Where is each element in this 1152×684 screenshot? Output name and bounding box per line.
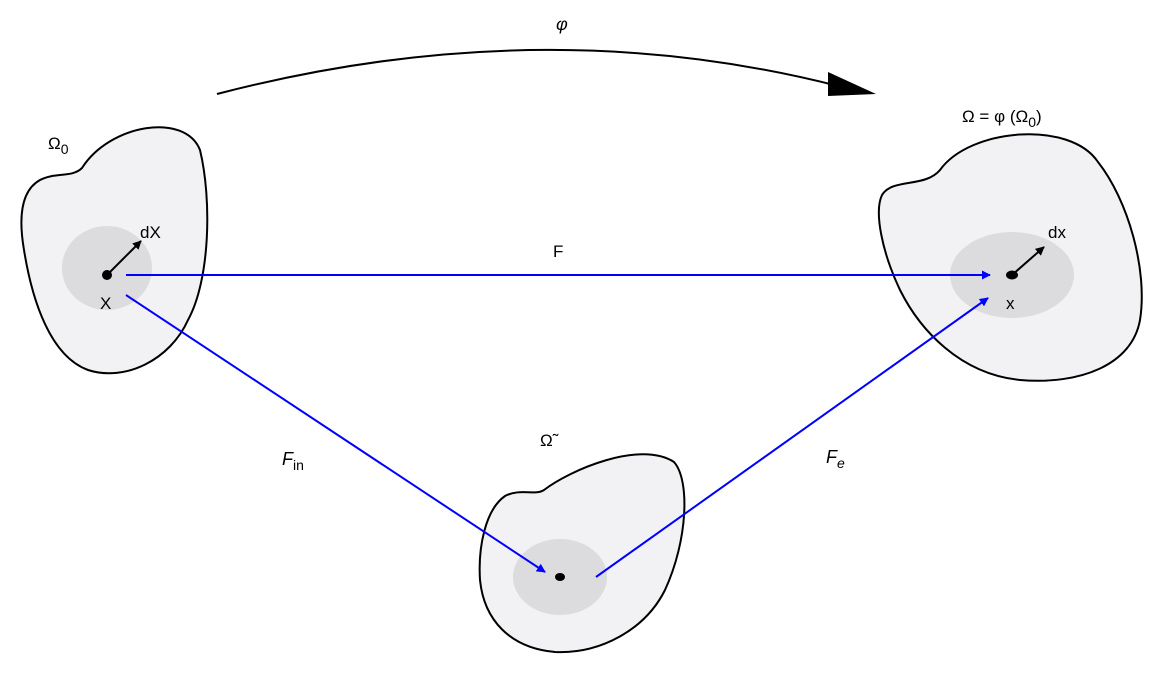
x-label: x bbox=[1006, 294, 1015, 313]
F-in-label: Fin bbox=[282, 449, 304, 473]
dX-label: dX bbox=[140, 223, 161, 242]
reference-neighborhood bbox=[62, 226, 152, 310]
point-intermediate bbox=[555, 573, 565, 581]
omega0-label: Ω0 bbox=[48, 134, 69, 157]
phi-map-arc bbox=[216, 48, 839, 95]
omega-tilde-label: Ω̃ bbox=[540, 431, 559, 450]
F-in-arrow bbox=[125, 294, 546, 573]
phi-label: φ bbox=[556, 14, 568, 34]
dx-label: dx bbox=[1048, 223, 1066, 242]
phi-arc-arrowhead bbox=[828, 72, 876, 96]
X-label: X bbox=[100, 294, 111, 313]
F-label: F bbox=[553, 242, 563, 261]
dX-vector bbox=[106, 240, 142, 276]
F-e-arrow bbox=[595, 297, 989, 578]
omega-current-label: Ω = φ (Ω0) bbox=[962, 107, 1042, 130]
dx-vector bbox=[1011, 246, 1045, 276]
F-e-label: Fe bbox=[826, 447, 845, 471]
